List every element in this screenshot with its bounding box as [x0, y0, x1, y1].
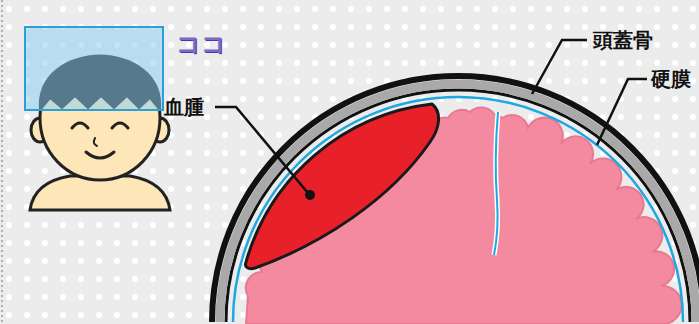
skull-inner	[226, 90, 690, 322]
person-icon	[25, 27, 170, 210]
leader-line	[532, 40, 587, 94]
dotted-border	[1, 0, 3, 324]
part-label: 頭蓋骨	[593, 29, 653, 51]
leader-dot	[305, 190, 315, 200]
leader-line	[215, 107, 308, 193]
fissure-gap	[494, 112, 498, 255]
callout-marker: ココ	[176, 31, 226, 57]
highlight-box	[25, 27, 163, 110]
midline-fissure	[494, 112, 498, 255]
leader-line	[597, 79, 647, 145]
skull-band	[220, 84, 696, 322]
hematoma	[245, 104, 438, 269]
part-label: 硬膜	[651, 68, 691, 90]
part-label: 血腫	[164, 96, 204, 118]
skull-outer	[212, 76, 699, 322]
